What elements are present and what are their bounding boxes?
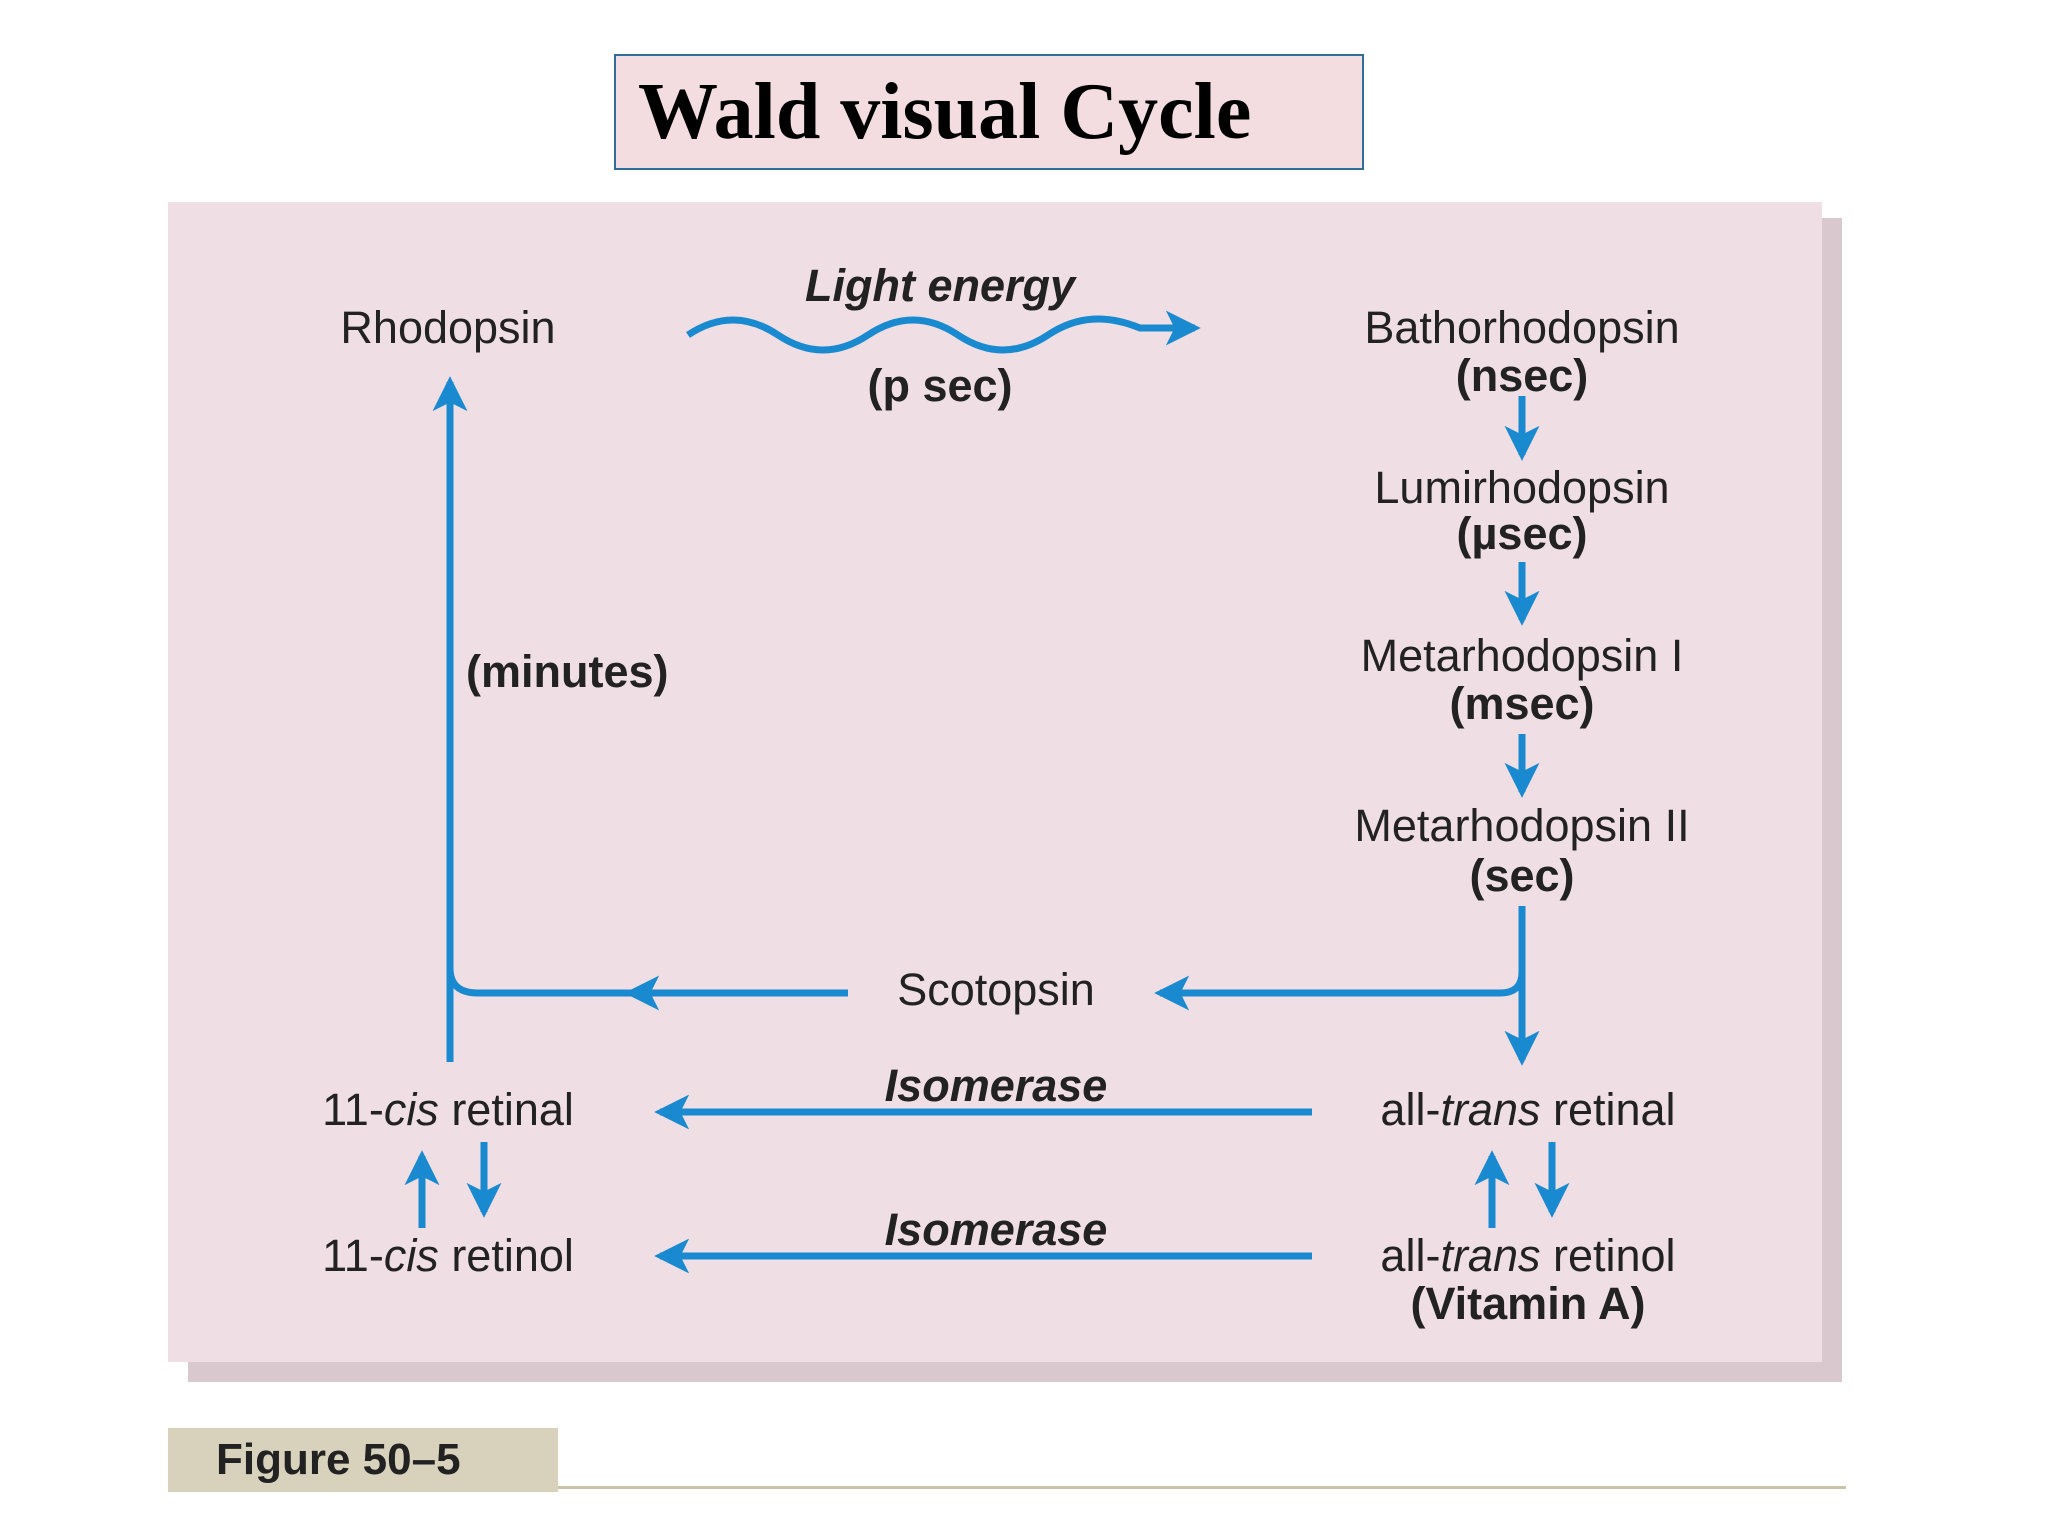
metarhodopsin-2-label: Metarhodopsin II: [1354, 800, 1690, 851]
figure-label: Figure 50–5: [168, 1428, 558, 1492]
cis-retinal-label: 11-cis retinal: [322, 1086, 574, 1133]
trans-retinol-label: all-trans retinol: [1380, 1232, 1675, 1279]
cis-retinol-italic: cis: [383, 1230, 439, 1281]
trans-retinal-italic: trans: [1440, 1084, 1541, 1135]
title-box: Wald visual Cycle: [614, 54, 1364, 170]
cis-retinal-suffix: retinal: [438, 1084, 574, 1135]
trans-retinal-prefix: all-: [1380, 1084, 1441, 1135]
scotopsin-label: Scotopsin: [897, 964, 1095, 1015]
trans-retinol-suffix: retinol: [1540, 1230, 1676, 1281]
light-energy-label: Light energy: [804, 260, 1076, 311]
isomerase-top-label: Isomerase: [884, 1060, 1108, 1111]
metarhodopsin-2-time: (sec): [1469, 850, 1575, 901]
arrow-to-scotopsin: [1154, 971, 1526, 1011]
page-title: Wald visual Cycle: [638, 68, 1252, 156]
bathorhodopsin-label: Bathorhodopsin: [1364, 302, 1680, 353]
isomerase-bottom-label: Isomerase: [884, 1204, 1108, 1255]
vitamin-a-label: (Vitamin A): [1410, 1278, 1646, 1329]
trans-retinal-suffix: retinal: [1540, 1084, 1676, 1135]
scotopsin-join-line: [446, 967, 640, 997]
lumirhodopsin-time: (µsec): [1456, 508, 1588, 559]
psec-label: (p sec): [867, 360, 1013, 411]
trans-retinol-italic: trans: [1440, 1230, 1541, 1281]
cis-retinol-label: 11-cis retinol: [322, 1232, 574, 1279]
light-energy-arrow: [686, 310, 1201, 354]
cis-retinal-prefix: 11-: [322, 1084, 384, 1135]
metarhodopsin-1-label: Metarhodopsin I: [1360, 630, 1684, 681]
trans-retinol-prefix: all-: [1380, 1230, 1441, 1281]
cis-retinal-italic: cis: [383, 1084, 439, 1135]
bathorhodopsin-time: (nsec): [1455, 350, 1589, 401]
figure-rule: [558, 1486, 1846, 1489]
cis-retinol-prefix: 11-: [322, 1230, 384, 1281]
trans-retinal-label: all-trans retinal: [1380, 1086, 1675, 1133]
cis-retinol-suffix: retinol: [438, 1230, 574, 1281]
minutes-label: (minutes): [466, 646, 669, 697]
metarhodopsin-1-time: (msec): [1449, 678, 1595, 729]
lumirhodopsin-label: Lumirhodopsin: [1374, 462, 1670, 513]
rhodopsin-label: Rhodopsin: [340, 302, 556, 353]
